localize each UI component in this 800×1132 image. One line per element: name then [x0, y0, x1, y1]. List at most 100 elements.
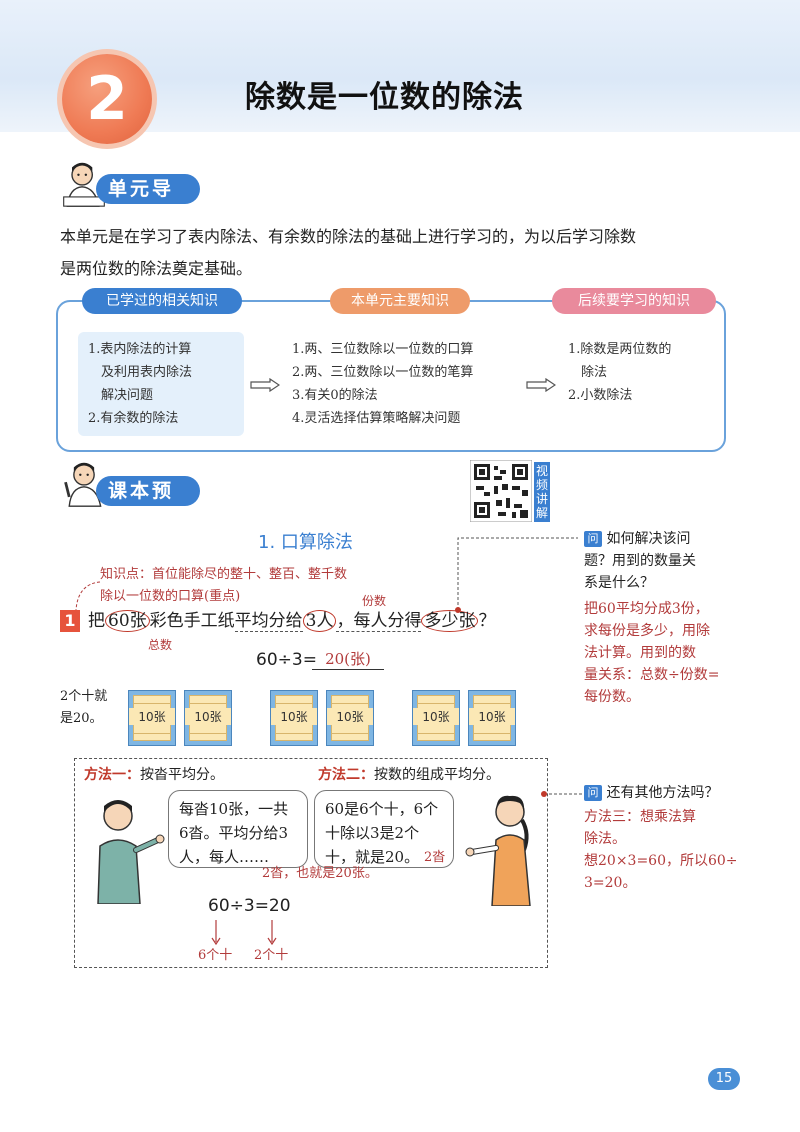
arrow-right-icon: [250, 378, 280, 392]
a2-line: 方法三：想乘法算: [584, 809, 696, 825]
knowledge-point-note: 知识点：首位能除尽的整十、整百、整千数 除以一位数的口算(重点): [100, 564, 347, 608]
paper-stack-label: 10张: [413, 708, 459, 725]
qr-code-icon[interactable]: [470, 460, 532, 522]
lesson-equation: 60÷3=: [256, 650, 317, 670]
list-item: 1.两、三位数除以一位数的口算: [292, 342, 474, 357]
paper-stack-label: 10张: [327, 708, 373, 725]
tab-future-knowledge: 后续要学习的知识: [552, 288, 716, 314]
a1-line: 求每份是多少，用除: [584, 623, 710, 639]
tab-main-knowledge: 本单元主要知识: [330, 288, 470, 314]
paper-stack: 10张: [128, 690, 176, 746]
main-knowledge-list: 1.两、三位数除以一位数的口算 2.两、三位数除以一位数的笔算 3.有关0的除法…: [292, 338, 532, 430]
knowledge-point-line2: 除以一位数的口算(重点): [100, 589, 241, 604]
a1-line: 量关系：总数÷份数=: [584, 667, 720, 683]
bubble2-line: 60是6个十，6个: [325, 800, 439, 818]
list-item: 2.小数除法: [568, 388, 633, 403]
a1-line: 法计算。用到的数: [584, 645, 696, 661]
method-equation: 60÷3=20: [208, 896, 291, 916]
list-item: 解决问题: [88, 388, 154, 403]
list-item: 1.除数是两位数的: [568, 342, 672, 357]
speech-bubble-method1: 每沓10张，一共 6沓。平均分给3 人，每人……: [168, 790, 308, 868]
list-item: 2.两、三位数除以一位数的笔算: [292, 365, 474, 380]
dashed-connector-icon: [455, 537, 578, 613]
paper-stack: 10张: [468, 690, 516, 746]
method1-title: 方法一：: [84, 767, 140, 783]
unit-number-badge: 2: [62, 54, 152, 144]
problem-part: 把: [88, 611, 105, 631]
lesson-answer: 20(张): [312, 648, 384, 670]
list-item: 4.灵活选择估算策略解决问题: [292, 411, 461, 426]
bubble2-line: 十，就是20。: [325, 848, 420, 866]
paper-stack: 10张: [270, 690, 318, 746]
problem-part: ？: [478, 611, 496, 631]
list-item: 3.有关0的除法: [292, 388, 378, 403]
student-raising-hand-icon: [64, 462, 102, 507]
sidebar-answer-1: 把60平均分成3份， 求每份是多少，用除 法计算。用到的数 量关系：总数÷份数=…: [584, 598, 734, 708]
page-number: 15: [708, 1068, 740, 1090]
sidebar-answer-2: 方法三：想乘法算 除法。 想20×3=60，所以60÷ 3=20。: [584, 806, 744, 894]
q1-line: 如何解决该问: [606, 531, 691, 547]
method-box: [74, 758, 548, 968]
sidebar-question-2: 问 还有其他方法吗？: [584, 782, 744, 804]
bubble2-line: 十除以3是2个: [325, 824, 420, 842]
speech-bubble-method2: 60是6个十，6个 十除以3是2个 十，就是20。: [314, 790, 454, 868]
q1-line: 系是什么？: [584, 575, 654, 591]
dashed-connector-icon: [541, 791, 584, 797]
paper-stack-label: 10张: [185, 708, 231, 725]
knowledge-point-line1: 知识点：首位能除尽的整十、整百、整千数: [100, 567, 348, 582]
down-arrows-icon: [211, 920, 277, 946]
prior-knowledge-list: 1.表内除法的计算 及利用表内除法 解决问题 2.有余数的除法: [88, 338, 244, 430]
side-note-line1: 2个十就: [60, 689, 108, 704]
paper-stack-label: 10张: [469, 708, 515, 725]
unit-title: 除数是一位数的除法: [245, 80, 524, 115]
a1-line: 把60平均分成3份，: [584, 601, 709, 617]
question-icon: 问: [584, 785, 602, 801]
bubble1-line: 每沓10张，一共: [179, 800, 289, 818]
side-note: 2个十就 是20。: [60, 686, 107, 730]
count-circled: 3人: [302, 610, 337, 632]
question-icon: 问: [584, 531, 602, 547]
arrow-right-icon: [526, 378, 556, 392]
total-circled: 60张: [105, 610, 150, 632]
note-each-count: 份数: [362, 594, 387, 608]
question-circled: 多少张: [421, 610, 479, 632]
q2-text: 还有其他方法吗？: [606, 785, 719, 801]
method1-desc: 按沓平均分。: [140, 767, 224, 783]
boy-illustration-icon: [97, 800, 165, 904]
guide-text-line2: 是两位数的除法奠定基础。: [60, 259, 253, 278]
note-2-tens: 2沓: [424, 850, 446, 865]
method2-heading: 方法二：按数的组成平均分。: [318, 764, 500, 784]
dashed-pointer-icon: [75, 581, 101, 611]
list-item: 除法: [568, 365, 608, 380]
bubble1-line: 6沓。平均分给3: [179, 824, 289, 842]
section-pill-guide: 单元导读: [96, 174, 200, 230]
label-2-tens: 2个十: [254, 948, 289, 963]
sidebar-question-1: 问 如何解决该问 题？用到的数量关 系是什么？: [584, 528, 734, 594]
prior-knowledge-box: [78, 332, 244, 436]
paper-stack-label: 10张: [129, 708, 175, 725]
a2-line: 3=20。: [584, 875, 637, 891]
method2-title: 方法二：: [318, 767, 374, 783]
method2-desc: 按数的组成平均分。: [374, 767, 500, 783]
paper-stack: 10张: [326, 690, 374, 746]
list-item: 及利用表内除法: [88, 365, 193, 380]
a2-line: 除法。: [584, 831, 626, 847]
label-6-tens: 6个十: [198, 948, 233, 963]
girl-illustration-icon: [465, 795, 531, 906]
a1-line: 每份数。: [584, 689, 640, 705]
paper-stack: 10张: [184, 690, 232, 746]
qr-video-label: 视频讲解: [534, 462, 550, 522]
side-note-line2: 是20。: [60, 711, 103, 726]
future-knowledge-list: 1.除数是两位数的 除法 2.小数除法: [568, 338, 718, 407]
problem-part: 彩色手工纸: [149, 611, 235, 631]
tab-prior-knowledge: 已学过的相关知识: [82, 288, 242, 314]
lesson-title: 1. 口算除法: [258, 532, 353, 553]
problem-part-underlined: ，每人分得: [336, 611, 422, 632]
section-pill-preview: 课本预习: [96, 476, 200, 532]
paper-stack-label: 10张: [271, 708, 317, 725]
q1-line: 题？用到的数量关: [584, 553, 696, 569]
list-item: 2.有余数的除法: [88, 411, 179, 426]
guide-text-line1: 本单元是在学习了表内除法、有余数的除法的基础上进行学习的，为以后学习除数: [60, 227, 637, 246]
note-2-stacks: 2沓，也就是20张。: [262, 866, 378, 881]
